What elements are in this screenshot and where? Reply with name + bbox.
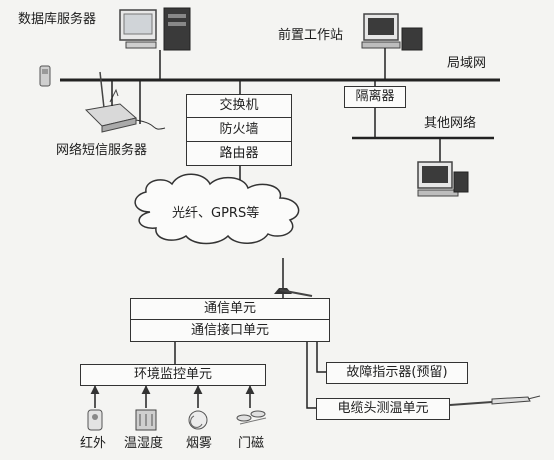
front-workstation-label: 前置工作站 <box>278 28 344 43</box>
env-monitor-box: 环境监控单元 <box>80 364 266 386</box>
comm-interface-box: 通信接口单元 <box>130 320 330 342</box>
database-server-label: 数据库服务器 <box>18 12 97 27</box>
isolator-box: 隔离器 <box>344 86 406 108</box>
infrared-sensor-icon <box>87 409 103 431</box>
sms-server-label: 网络短信服务器 <box>56 143 148 158</box>
switch-box: 交换机 <box>186 94 292 118</box>
door-sensor-icon <box>236 410 267 425</box>
fault-indicator-box: 故障指示器(预留) <box>326 362 468 384</box>
other-network-label: 其他网络 <box>424 116 477 131</box>
smoke-sensor-icon <box>188 410 208 430</box>
sensor-label-door: 门磁 <box>238 436 265 451</box>
sensor-label-humidity: 温湿度 <box>124 436 164 451</box>
sensor-label-smoke: 烟雾 <box>186 436 213 451</box>
comm-unit-box: 通信单元 <box>130 298 330 320</box>
other-network-computer-icon <box>417 161 469 197</box>
network-cloud <box>134 173 300 245</box>
lan-label: 局域网 <box>447 56 487 71</box>
cloud-label: 光纤、GPRS等 <box>172 206 260 221</box>
temperature-probe-icon <box>449 395 541 406</box>
firewall-box: 防火墙 <box>186 118 292 142</box>
humidity-sensor-icon <box>135 409 157 431</box>
router-box: 路由器 <box>186 142 292 166</box>
sensor-label-infrared: 红外 <box>80 436 107 451</box>
database-server-icon <box>119 7 191 51</box>
front-workstation-icon <box>361 13 423 51</box>
mobile-phone-icon <box>39 65 51 87</box>
antenna-icon <box>274 258 313 297</box>
cable-temp-box: 电缆头测温单元 <box>316 398 450 420</box>
